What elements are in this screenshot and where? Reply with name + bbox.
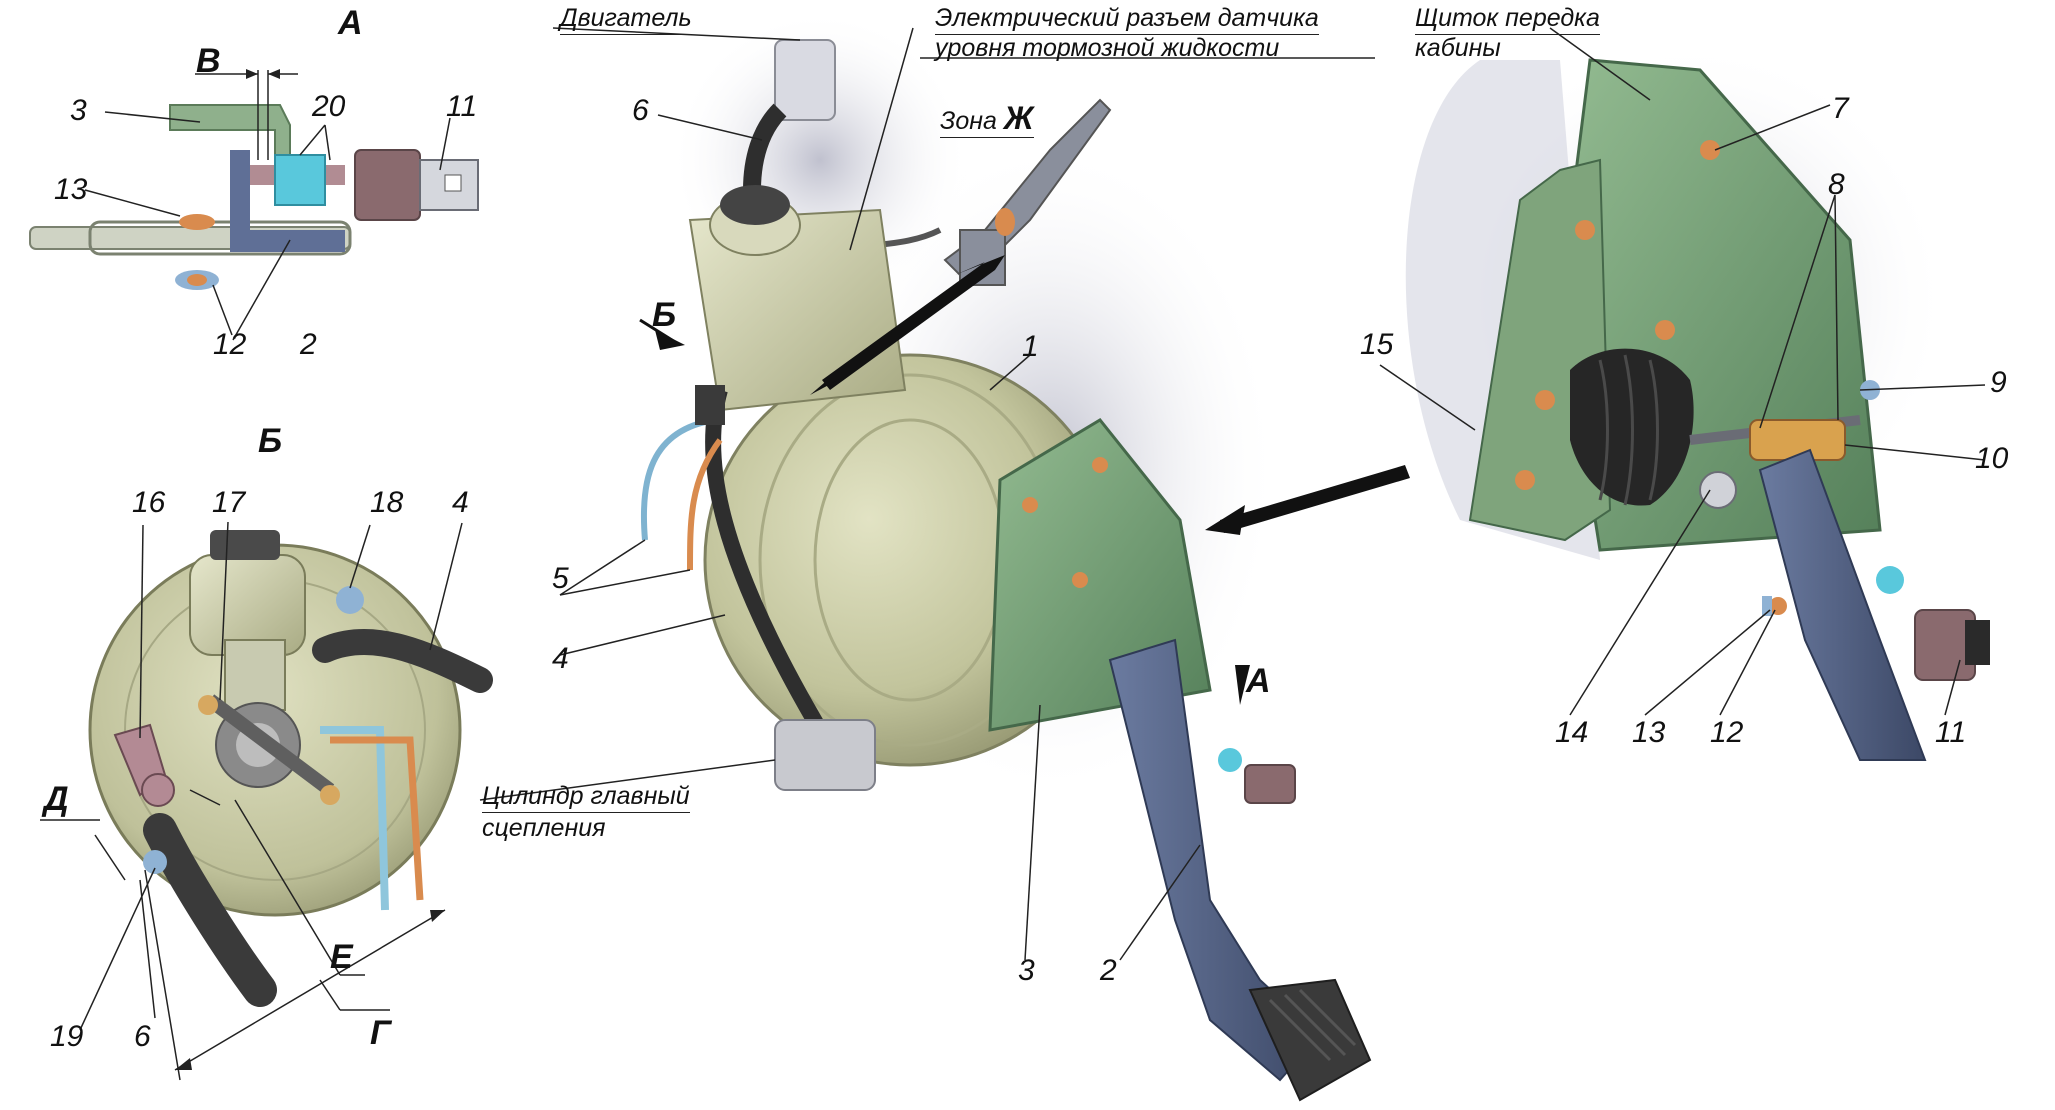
part-label-7: 7: [1832, 92, 1849, 125]
part-label-13-right: 13: [1632, 716, 1666, 749]
part-label-5: 5: [552, 562, 569, 595]
part-label-14: 14: [1555, 716, 1589, 749]
arrow-icon: [639, 255, 1410, 705]
caption-master-cylinder-line1: Цилиндр главный: [482, 784, 690, 813]
part-label-10: 10: [1975, 442, 2009, 475]
part-label-2: 2: [300, 328, 317, 361]
part-label-6-detail: 6: [134, 1020, 151, 1053]
part-label-11-right: 11: [1935, 716, 1967, 749]
part-label-13: 13: [54, 173, 88, 206]
caption-zone-word: Зона: [940, 107, 997, 135]
view-letter-b-main: Б: [652, 296, 677, 334]
caption-sensor-connector-line1: Электрический разъем датчика: [935, 6, 1319, 35]
view-letter-e: Е: [330, 938, 353, 976]
view-letter-b: Б: [258, 422, 283, 460]
caption-zone: Зона Ж: [940, 102, 1034, 138]
part-label-3: 3: [70, 94, 87, 127]
caption-dash-panel-line2: кабины: [1415, 34, 1501, 62]
caption-sensor-connector-line2: уровня тормозной жидкости: [935, 34, 1280, 62]
detail-a-drawing: [29, 69, 479, 341]
part-label-20: 20: [312, 90, 346, 123]
right-detail-drawing: [1379, 27, 1990, 761]
view-letter-zh: Ж: [1003, 100, 1034, 136]
part-label-17: 17: [212, 486, 246, 519]
part-label-9: 9: [1990, 366, 2007, 399]
part-label-18: 18: [370, 486, 404, 519]
detail-b-drawing: [40, 521, 493, 1081]
caption-dash-panel-line1: Щиток передка: [1415, 6, 1600, 35]
part-label-8: 8: [1828, 168, 1845, 201]
part-label-1: 1: [1022, 330, 1039, 363]
caption-master-cylinder-line2: сцепления: [482, 814, 606, 842]
part-label-4: 4: [552, 642, 569, 675]
view-letter-d: Д: [44, 780, 69, 818]
view-letter-g: Г: [370, 1014, 391, 1052]
part-label-6: 6: [632, 94, 649, 127]
part-label-19: 19: [50, 1020, 84, 1053]
part-label-11: 11: [446, 90, 478, 123]
view-letter-a-main: А: [1246, 662, 1271, 700]
part-label-3-main: 3: [1018, 954, 1035, 987]
part-label-2-main: 2: [1100, 954, 1117, 987]
view-letter-a: А: [338, 4, 363, 42]
view-letter-v: В: [196, 42, 221, 80]
part-label-12: 12: [213, 328, 247, 361]
part-label-16: 16: [132, 486, 166, 519]
part-label-4-detail: 4: [452, 486, 469, 519]
caption-engine: Двигатель: [560, 6, 692, 35]
part-label-12-right: 12: [1710, 716, 1744, 749]
part-label-15: 15: [1360, 328, 1394, 361]
